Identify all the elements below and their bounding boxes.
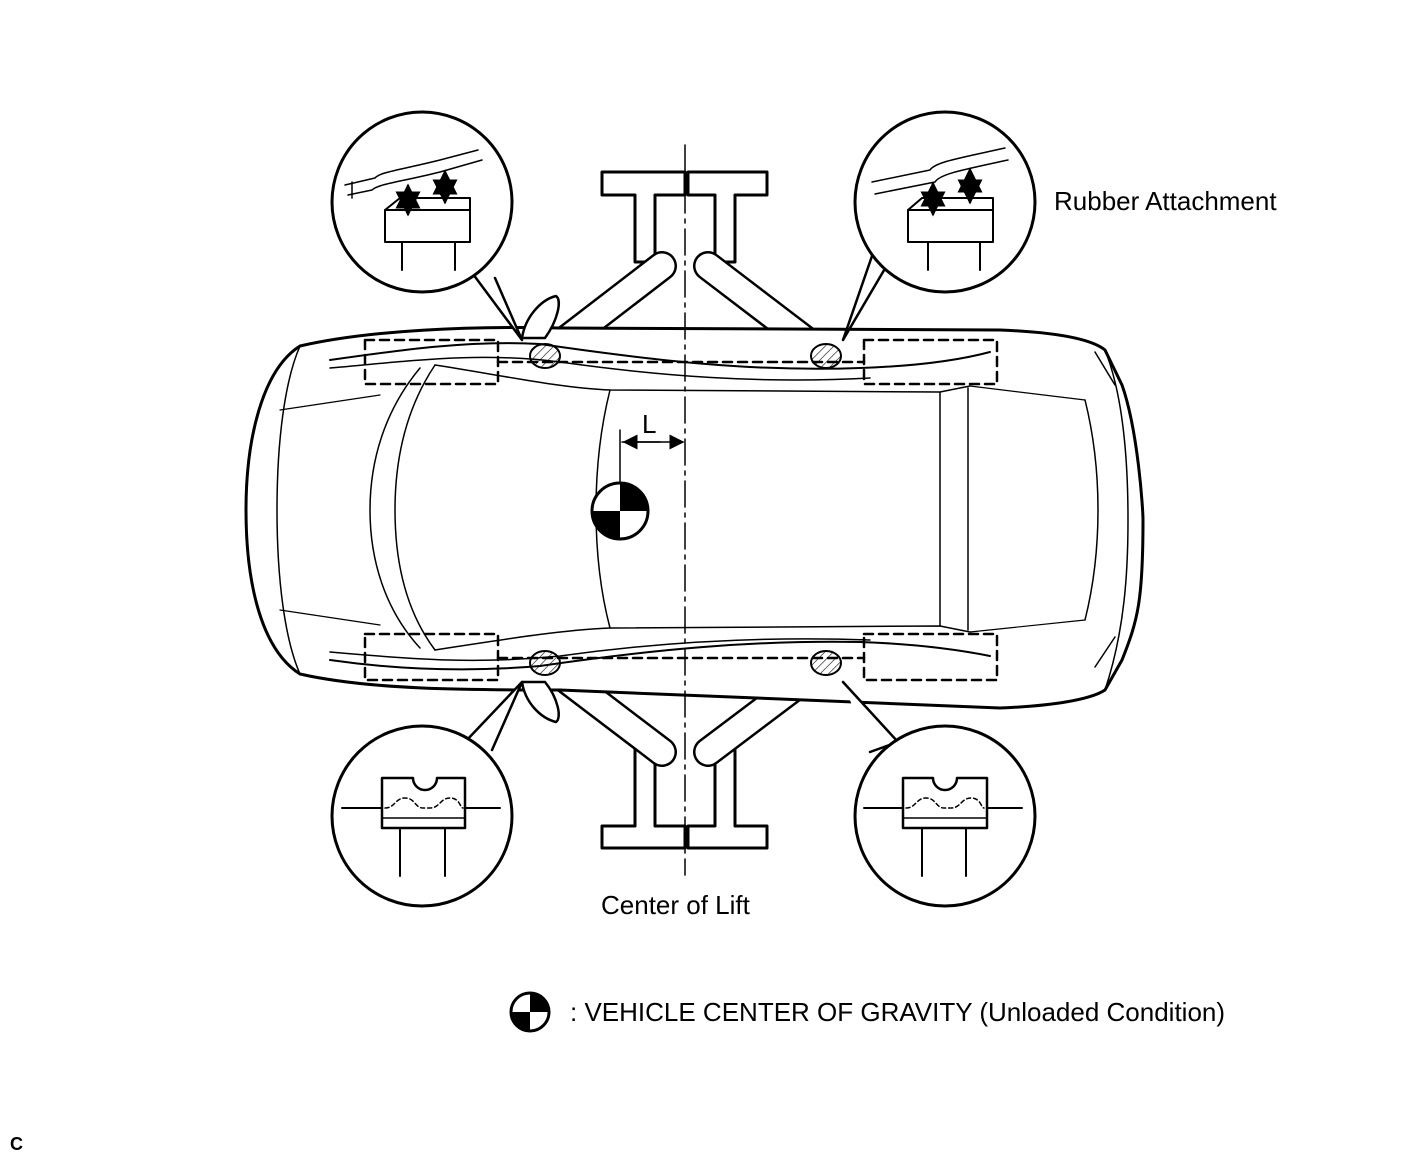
distance-l-label: L <box>642 409 657 439</box>
side-sill-right <box>329 640 991 671</box>
windshield <box>394 364 436 651</box>
lift-pad-section-2 <box>901 776 989 830</box>
legend-text: : VEHICLE CENTER OF GRAVITY (Unloaded Co… <box>570 997 1226 1027</box>
distance-l-dimension <box>619 429 685 489</box>
lift-pad-section <box>380 776 467 830</box>
rubber-attachment-block-2 <box>907 209 994 243</box>
callout-bottom-left <box>330 680 524 908</box>
pad-front-right <box>529 650 561 676</box>
side-sill-left <box>329 342 991 370</box>
legend-center-of-gravity-icon <box>509 991 551 1033</box>
lift-pads <box>529 343 842 676</box>
pad-front-left <box>529 343 561 369</box>
pad-rear-right <box>810 650 842 676</box>
rubber-attachment-block <box>384 209 471 243</box>
pad-rear-left <box>810 343 842 369</box>
callout-top-left <box>330 110 524 342</box>
callout-bottom-right <box>841 680 1037 908</box>
callout-top-right <box>841 110 1037 342</box>
center-of-gravity-icon <box>590 481 650 541</box>
side-mirror-right <box>520 680 560 724</box>
rubber-attachment-label: Rubber Attachment <box>1054 186 1277 216</box>
side-mirror-left <box>520 294 560 340</box>
figure-code: C <box>10 1134 23 1154</box>
center-of-lift-label: Center of Lift <box>601 890 750 920</box>
